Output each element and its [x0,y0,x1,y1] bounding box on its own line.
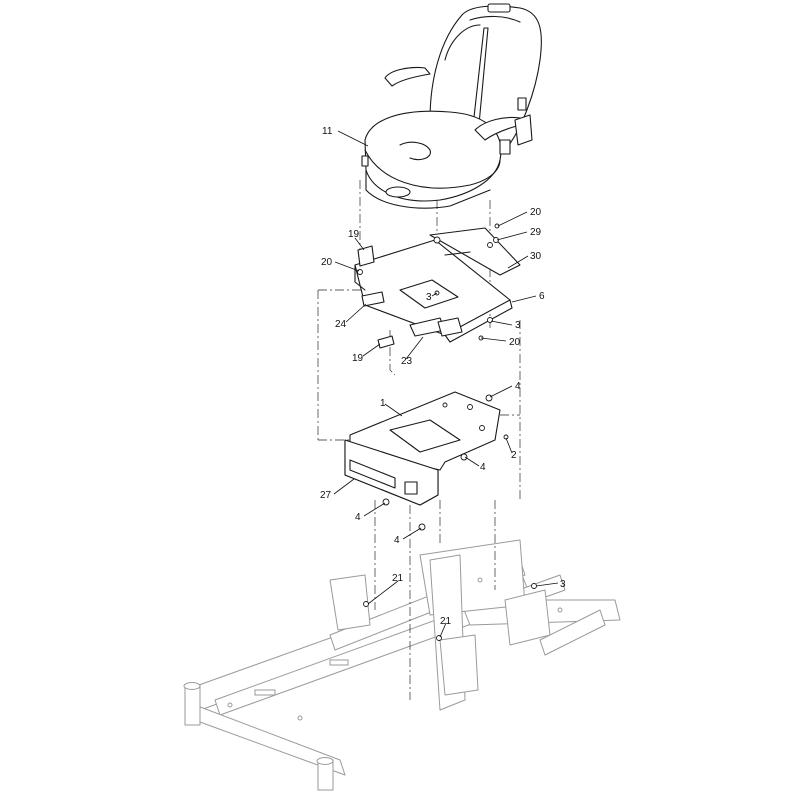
callout-20: 20 [530,207,542,218]
callout-2: 2 [511,450,517,461]
callout-19: 19 [352,353,364,364]
leader-lines [333,130,559,638]
callout-19: 19 [348,229,360,240]
callout-27: 27 [320,490,332,501]
callout-4: 4 [394,535,400,546]
callout-30: 30 [530,251,542,262]
callout-20: 20 [321,257,333,268]
callout-3: 3 [426,292,432,303]
callout-6: 6 [539,291,545,302]
callout-21: 21 [392,573,404,584]
callout-11: 11 [322,126,333,137]
callout-4: 4 [355,512,361,523]
callout-4: 4 [480,462,486,473]
callout-3: 3 [515,320,521,331]
seat [361,3,542,209]
callout-29: 29 [530,227,542,238]
callout-1: 1 [380,398,386,409]
callout-21: 21 [440,616,452,627]
callout-23: 23 [401,356,413,367]
seat-plate [354,227,521,349]
callout-20: 20 [509,337,521,348]
callout-24: 24 [335,319,347,330]
mower-frame [183,539,621,791]
callout-3: 3 [560,579,566,590]
callout-4: 4 [515,381,521,392]
seat-mount-bracket [344,391,509,531]
callout-labels: 11 20 29 30 19 20 3 6 24 3 19 23 20 4 1 … [320,126,566,627]
